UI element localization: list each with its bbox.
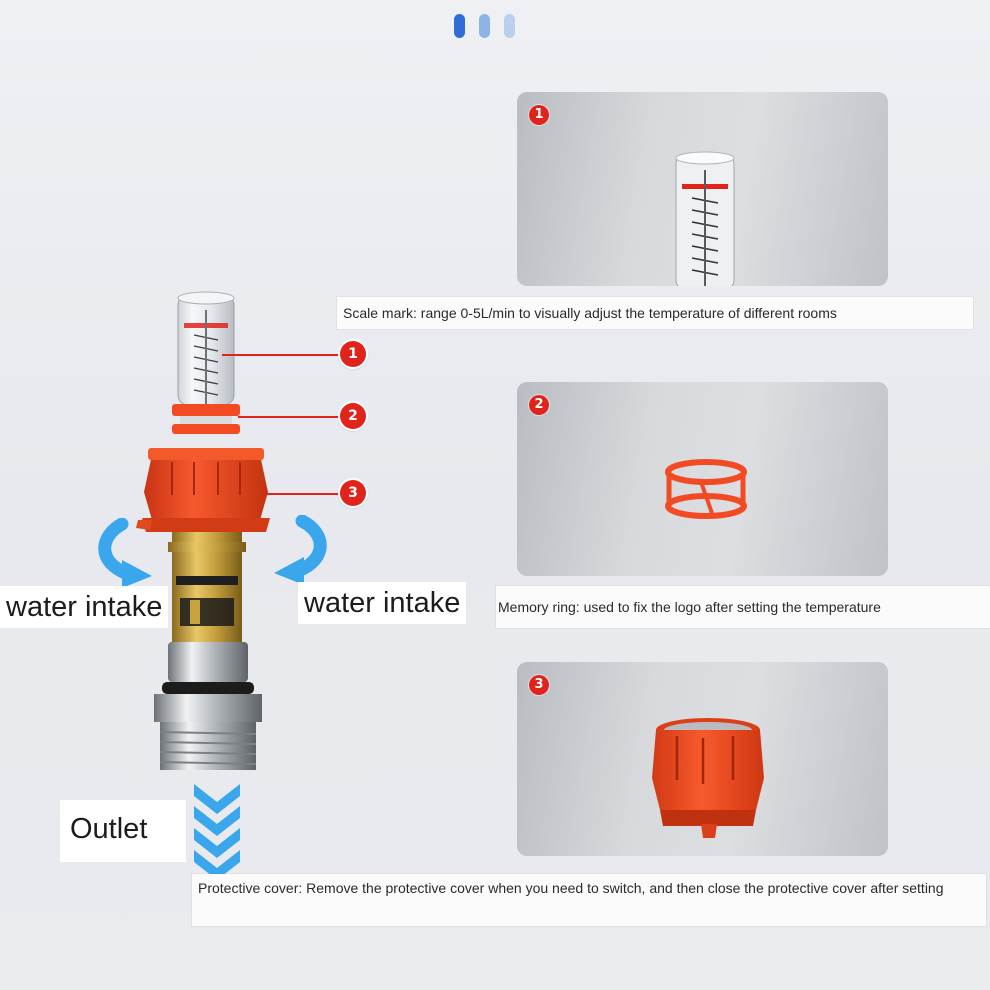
flow-valve-illustration — [136, 291, 270, 770]
memory-ring — [172, 404, 240, 416]
detail-panel-memory-ring: 2 — [517, 382, 888, 576]
callout-2: 2 — [340, 403, 366, 429]
detail-panel-scale-mark: 1 — [517, 92, 888, 286]
protective-cover — [144, 455, 268, 520]
caption-scale-mark: Scale mark: range 0-5L/min to visually a… — [337, 297, 973, 329]
label-water-intake-left: water intake — [0, 586, 169, 628]
pager-dot-3[interactable] — [504, 14, 515, 38]
scale-tube-photo — [675, 151, 735, 286]
caption-memory-ring: Memory ring: used to fix the logo after … — [496, 586, 990, 628]
leader-line-1 — [222, 354, 340, 356]
caption-protective-cover: Protective cover: Remove the protective … — [192, 874, 986, 926]
label-water-intake-right: water intake — [298, 582, 467, 624]
detail-panel-protective-cover: 3 — [517, 662, 888, 856]
pager-dot-2[interactable] — [479, 14, 490, 38]
leader-line-3 — [262, 493, 340, 495]
intake-arrow-left-icon — [98, 518, 152, 588]
label-outlet: Outlet — [60, 800, 186, 862]
chrome-nut — [168, 642, 248, 682]
panel-badge-1: 1 — [529, 105, 549, 125]
protective-cover-photo — [652, 718, 764, 838]
memory-ring-photo — [665, 459, 747, 519]
image-pager — [454, 14, 515, 38]
pager-dot-1[interactable] — [454, 14, 465, 38]
leader-line-2 — [238, 416, 340, 418]
panel-badge-2: 2 — [529, 395, 549, 415]
callout-3: 3 — [340, 480, 366, 506]
outlet-arrow-down-icon — [194, 784, 240, 880]
panel-badge-3: 3 — [529, 675, 549, 695]
callout-1: 1 — [340, 341, 366, 367]
intake-arrow-right-icon — [274, 515, 327, 585]
